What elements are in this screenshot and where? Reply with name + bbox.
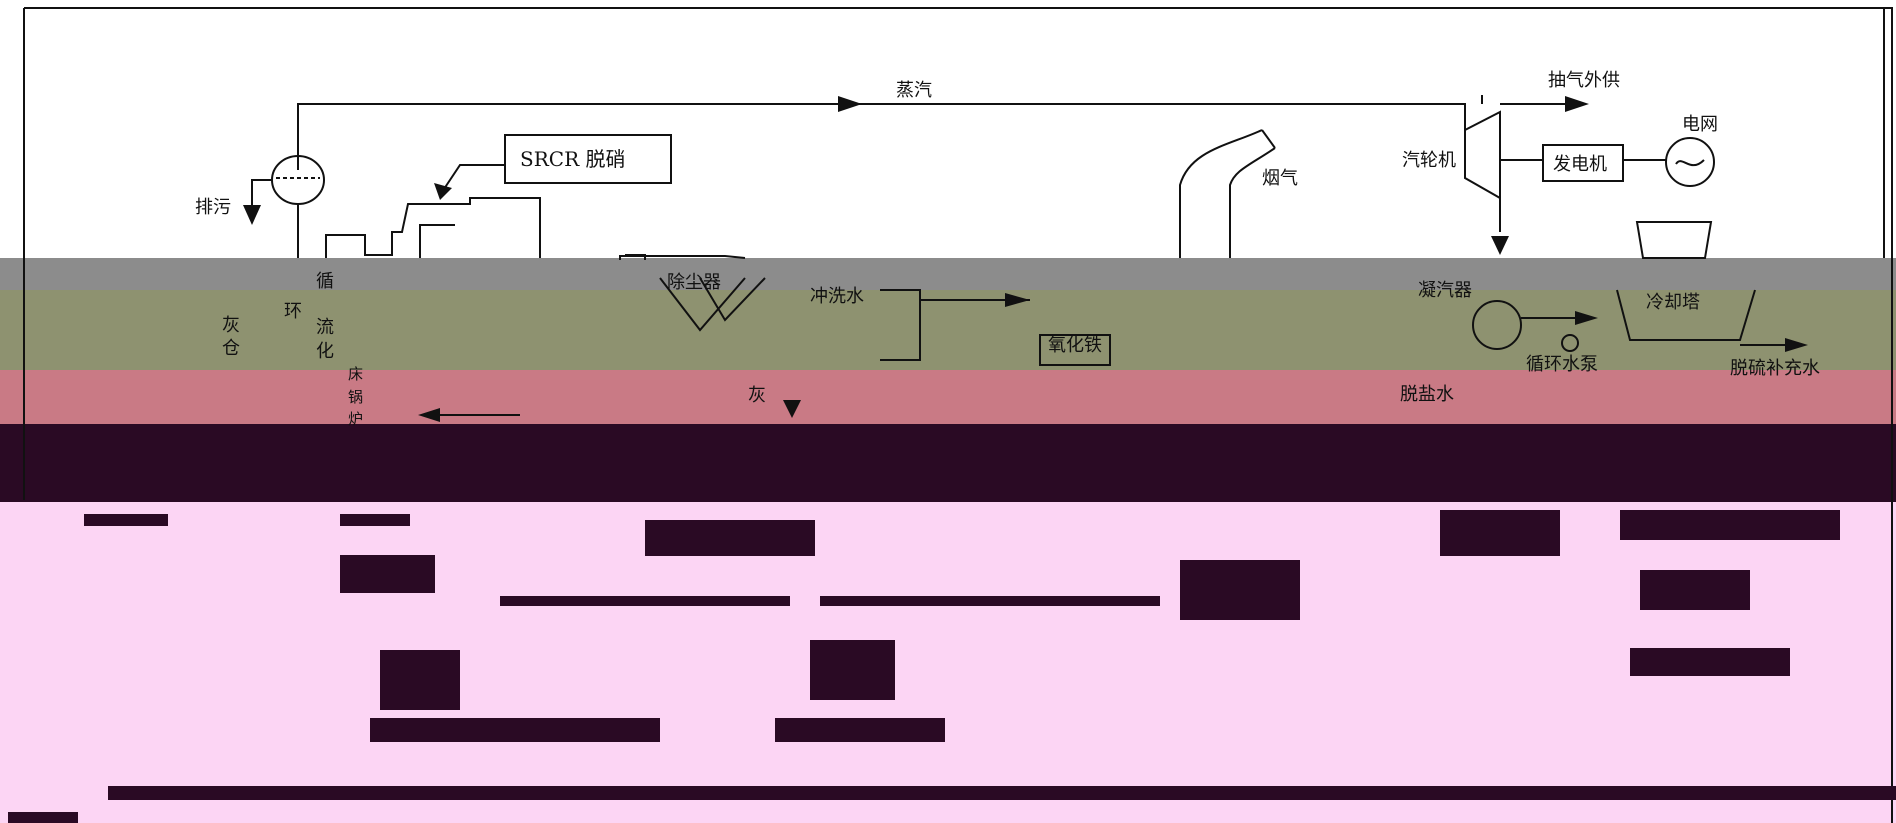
label-boiler-7: 炉 — [348, 410, 363, 428]
condenser-circle — [1472, 300, 1522, 350]
blowdown-line — [251, 179, 272, 210]
label-flush-water: 冲洗水 — [810, 286, 864, 307]
chimney-right — [1229, 147, 1276, 258]
boiler-inner — [419, 224, 455, 258]
label-boiler-3: 流 — [316, 317, 334, 338]
label-iron-oxide: 氧化铁 — [1048, 335, 1102, 356]
label-grid: 电网 — [1682, 114, 1718, 135]
ash-arrow — [783, 400, 801, 418]
chimney-top — [1261, 129, 1276, 149]
washer-box — [880, 289, 921, 361]
label-condenser: 凝汽器 — [1418, 280, 1472, 301]
cooling-tower-top — [1635, 221, 1713, 259]
label-steam: 蒸汽 — [896, 80, 932, 101]
dust-hopper-1 — [659, 277, 746, 332]
condenser-arrow — [1575, 311, 1598, 325]
label-blowdown: 排污 — [195, 197, 231, 218]
label-demin-water: 脱盐水 — [1400, 384, 1454, 405]
grid-circle — [1665, 137, 1715, 187]
label-srcr: SRCR 脱硝 — [520, 147, 625, 171]
label-cooling-tower: 冷却塔 — [1646, 292, 1700, 313]
label-ash-silo-2: 仓 — [222, 338, 240, 359]
wash-arrow — [1005, 293, 1030, 307]
label-desulf-water: 脱硫补充水 — [1730, 358, 1820, 379]
exhaust-arrow — [1491, 236, 1509, 255]
band-dark — [0, 424, 1896, 502]
label-boiler-5: 床 — [348, 365, 363, 383]
dust-collector-top — [619, 255, 746, 260]
steam-arrow — [838, 96, 862, 112]
turbine-shape — [1464, 110, 1501, 200]
label-generator: 发电机 — [1553, 154, 1607, 175]
tower-out-arrow — [1785, 338, 1808, 352]
chimney-left — [1179, 129, 1263, 258]
band-olive — [0, 290, 1896, 370]
label-turbine: 汽轮机 — [1402, 150, 1456, 171]
outer-frame — [24, 7, 1893, 823]
extraction-arrow — [1565, 96, 1589, 112]
label-boiler-6: 锅 — [348, 388, 363, 406]
srcr-pointer-line — [439, 164, 505, 196]
band-rose — [0, 370, 1896, 430]
boiler-outline — [325, 197, 541, 258]
label-boiler-2: 环 — [284, 301, 302, 322]
return-arrow — [418, 408, 440, 422]
label-boiler-4: 化 — [316, 341, 334, 362]
artifact-blocks — [8, 510, 1896, 823]
blowdown-arrow — [243, 205, 261, 225]
label-boiler-1: 循 — [316, 271, 334, 292]
label-ash: 灰 — [748, 385, 766, 406]
label-dust-collector: 除尘器 — [667, 272, 721, 293]
label-circulating-pump: 循环水泵 — [1526, 354, 1598, 375]
pump-circle — [1561, 334, 1579, 352]
dust-hopper-2 — [699, 277, 766, 322]
iron-oxide-box — [1039, 334, 1111, 366]
band-gray — [0, 258, 1896, 290]
srcr-box — [504, 134, 672, 184]
steam-line — [297, 103, 1466, 170]
band-pink — [0, 502, 1896, 823]
cooling-tower-body — [1616, 289, 1756, 341]
generator-box — [1542, 144, 1624, 182]
label-extraction: 抽气外供 — [1548, 70, 1620, 91]
grid-sine — [1675, 159, 1705, 167]
srcr-arrow — [434, 183, 452, 200]
label-ash-silo-1: 灰 — [222, 315, 240, 336]
label-flue-gas: 烟气 — [1262, 168, 1298, 189]
